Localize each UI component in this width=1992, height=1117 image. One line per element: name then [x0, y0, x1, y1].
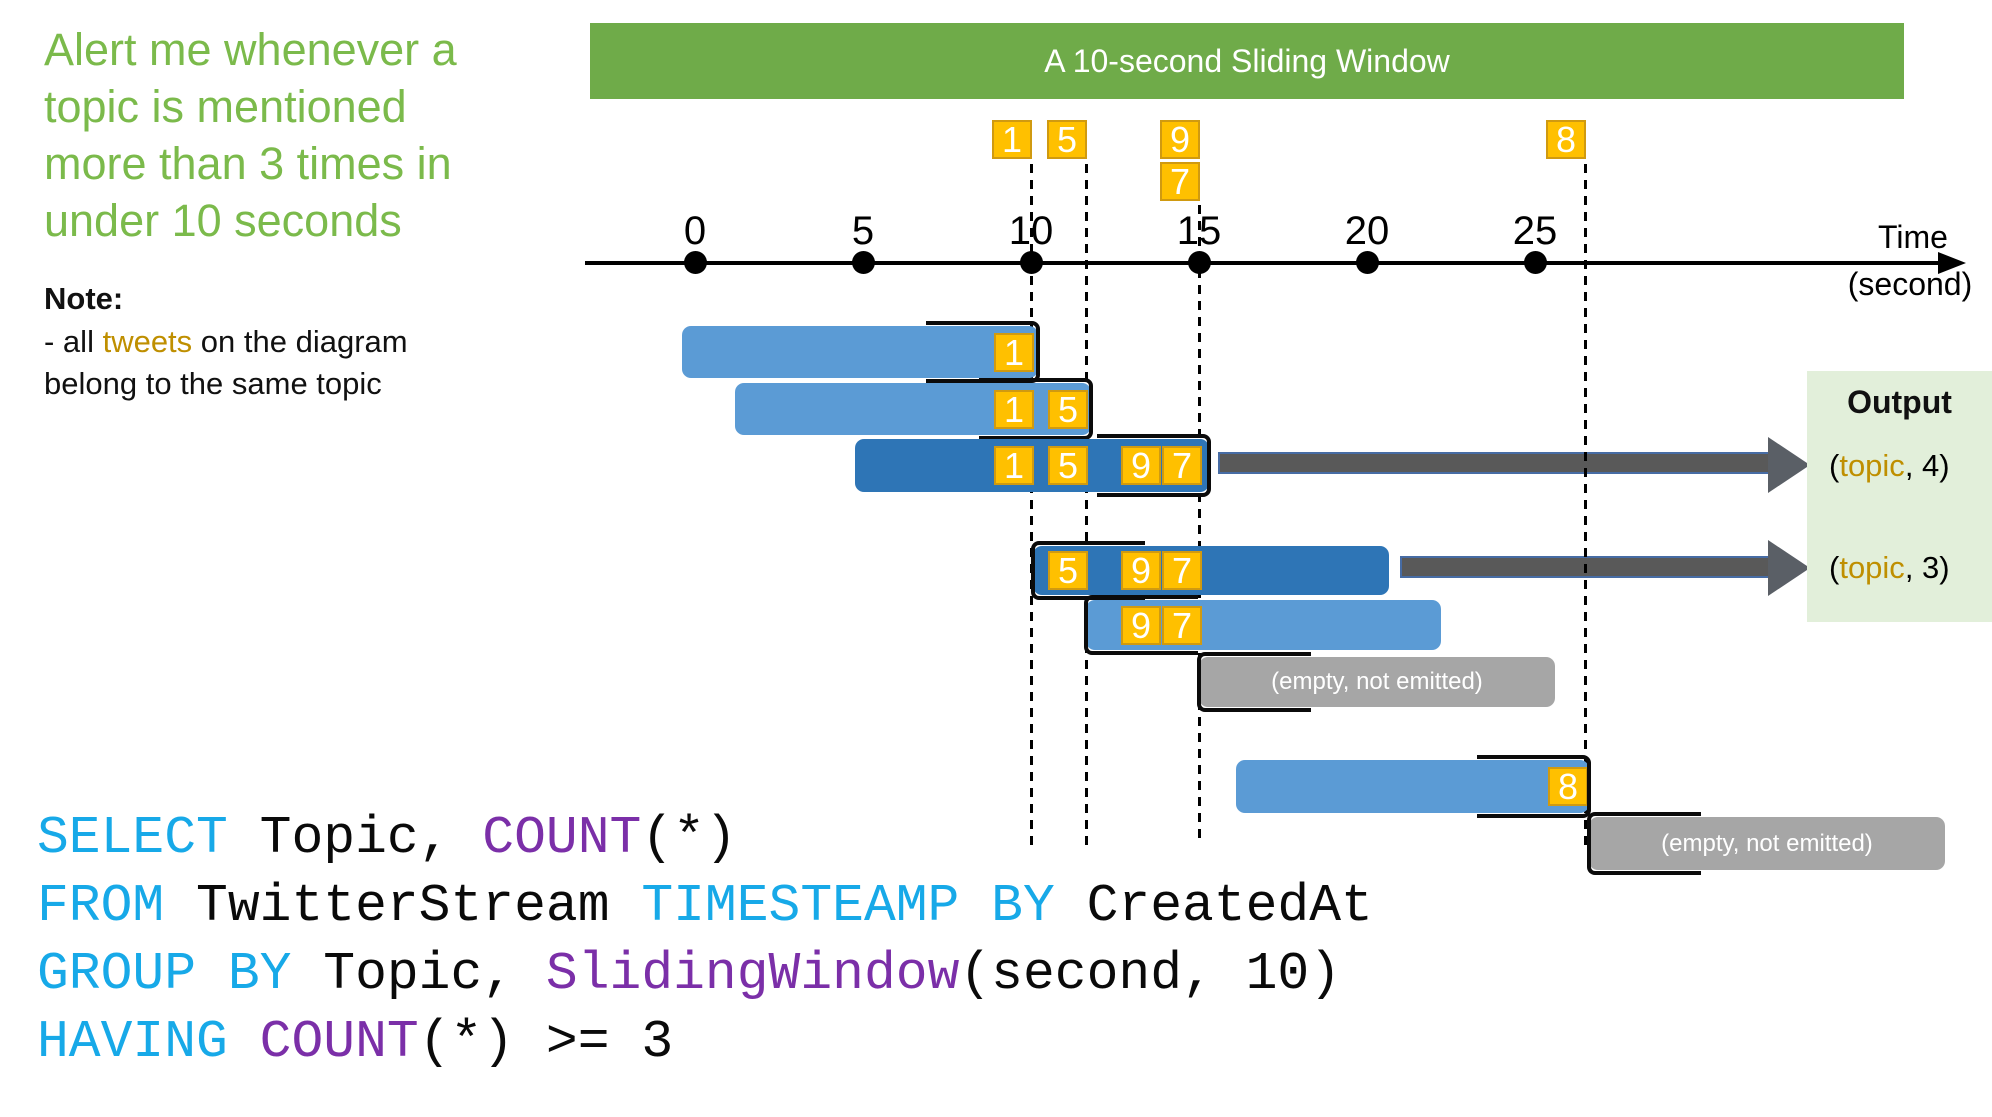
timeline-tick-label: 0 — [683, 209, 707, 253]
sql-token: COUNT — [259, 1012, 419, 1072]
output-title: Output — [1847, 384, 1952, 420]
window-bracket — [1031, 541, 1145, 600]
output-entry-1: (topic, 4) — [1829, 448, 1950, 484]
tweet-badge: 5 — [1048, 445, 1088, 486]
sql-token: TIMESTEAMP BY — [641, 876, 1055, 936]
sql-line: HAVING COUNT(*) >= 3 — [37, 1008, 1373, 1076]
output-entry-text: ( — [1829, 550, 1840, 585]
tweet-badge: 7 — [1162, 605, 1202, 646]
sql-query: SELECT Topic, COUNT(*)FROM TwitterStream… — [37, 804, 1373, 1076]
note-text: - all — [44, 324, 103, 359]
tweet-badge: 7 — [1162, 445, 1202, 486]
timeline-dot — [851, 251, 875, 274]
sql-token: FROM — [37, 876, 165, 936]
output-arrow-2-head-icon — [1768, 540, 1810, 596]
output-entry-2: (topic, 3) — [1829, 550, 1950, 586]
timeline-tick-label: 5 — [851, 209, 875, 253]
window-bracket — [979, 378, 1093, 440]
window-empty-label: (empty, not emitted) — [1661, 830, 1873, 857]
tweet-badge: 5 — [1047, 119, 1087, 160]
event-dashline — [1197, 205, 1201, 845]
headline-line-3: more than 3 times in — [44, 138, 452, 189]
tweet-badge: 9 — [1121, 605, 1161, 646]
tweet-badge: 1 — [994, 389, 1034, 430]
timeline-unit-label: Time — [1878, 219, 1948, 255]
sql-line: GROUP BY Topic, SlidingWindow(second, 10… — [37, 940, 1373, 1008]
output-entry-text: , 4) — [1904, 448, 1950, 483]
sql-line: FROM TwitterStream TIMESTEAMP BY Created… — [37, 872, 1373, 940]
output-entry-topic: topic — [1839, 448, 1905, 483]
tweet-badge: 5 — [1048, 389, 1088, 430]
window-empty-label: (empty, not emitted) — [1271, 668, 1483, 695]
sql-line: SELECT Topic, COUNT(*) — [37, 804, 1373, 872]
note-line-1: - all tweets on the diagram — [44, 324, 408, 360]
window-bracket — [1197, 652, 1311, 712]
window-bar-w8 — [1589, 817, 1945, 870]
timeline-tick-label: 25 — [1512, 209, 1558, 253]
tweet-badge: 9 — [1121, 445, 1161, 486]
window-bracket — [1477, 755, 1591, 818]
timeline-arrowhead-icon — [1938, 252, 1966, 274]
note-title: Note: — [44, 281, 124, 316]
window-bracket — [926, 321, 1040, 383]
tweet-badge: 9 — [1160, 119, 1200, 160]
timeline-axis — [585, 261, 1943, 265]
headline-line-4: under 10 seconds — [44, 195, 402, 246]
timeline-tick-label: 20 — [1344, 209, 1390, 253]
sql-token: (*) >= 3 — [418, 1012, 674, 1072]
sql-token: GROUP BY — [37, 944, 292, 1004]
window-bar-w6 — [1199, 657, 1555, 707]
output-entry-topic: topic — [1839, 550, 1905, 585]
headline-line-2: topic is mentioned — [44, 81, 407, 132]
sql-token: Topic, — [227, 808, 483, 868]
tweet-badge: 7 — [1162, 550, 1202, 591]
note-text: on the diagram — [192, 324, 408, 359]
tweet-badge: 1 — [992, 119, 1032, 160]
sql-token: (second, 10) — [959, 944, 1342, 1004]
tweet-badge: 1 — [994, 332, 1034, 373]
sql-token: HAVING — [37, 1012, 228, 1072]
sql-token: COUNT — [482, 808, 642, 868]
tweet-badge: 1 — [994, 445, 1034, 486]
sql-token: Topic, — [291, 944, 546, 1004]
sql-token: SlidingWindow — [545, 944, 960, 1004]
timeline-dot — [1523, 251, 1547, 274]
timeline-dot — [1355, 251, 1379, 274]
event-dashline — [1084, 164, 1088, 845]
output-arrow-1-head-icon — [1768, 437, 1810, 493]
event-dashline — [1583, 164, 1587, 845]
tweet-badge: 7 — [1160, 161, 1200, 202]
timeline-dot — [683, 251, 707, 274]
sql-token: TwitterStream — [164, 876, 642, 936]
window-bracket — [1097, 434, 1211, 497]
sql-token — [228, 1012, 260, 1072]
window-bar-w1 — [682, 326, 1038, 378]
timeline-unit-sub: (second) — [1847, 266, 1973, 302]
output-box — [1807, 371, 1992, 622]
sliding-window-banner: A 10-second Sliding Window — [590, 23, 1904, 99]
tweet-badge: 9 — [1121, 550, 1161, 591]
note-line-2: belong to the same topic — [44, 366, 382, 401]
window-bracket — [1084, 595, 1198, 655]
tweet-badge: 8 — [1546, 119, 1586, 160]
output-arrow-2-shaft — [1400, 556, 1774, 578]
tweet-badge: 5 — [1048, 550, 1088, 591]
sql-token: CreatedAt — [1054, 876, 1373, 936]
output-arrow-1-shaft — [1218, 452, 1774, 474]
sql-token: (*) — [641, 808, 737, 868]
output-entry-text: ( — [1829, 448, 1840, 483]
headline-line-1: Alert me whenever a — [44, 24, 457, 75]
event-dashline — [1029, 164, 1033, 845]
note-highlight-tweets: tweets — [102, 324, 193, 359]
sql-token: SELECT — [37, 808, 228, 868]
output-entry-text: , 3) — [1904, 550, 1950, 585]
window-bracket — [1587, 812, 1701, 875]
window-bar-w4 — [1033, 546, 1389, 595]
window-bar-w7 — [1236, 760, 1589, 813]
